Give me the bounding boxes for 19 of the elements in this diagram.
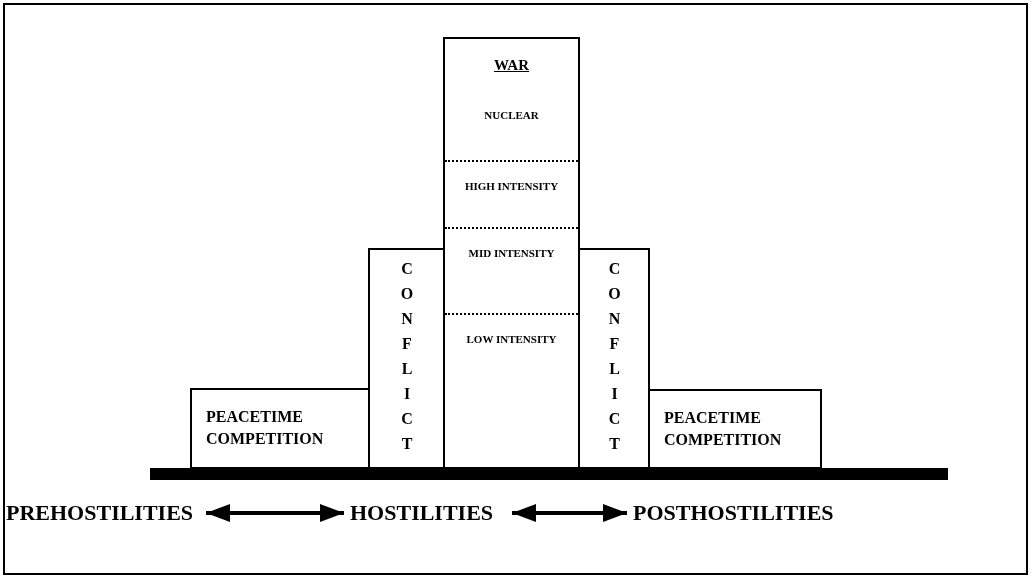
stage-label: PEACETIME COMPETITION bbox=[206, 407, 325, 449]
band-label: LOW INTENSITY bbox=[465, 333, 558, 345]
phase-label: POSTHOSTILITIES bbox=[633, 498, 1018, 528]
stage-column bbox=[578, 248, 650, 469]
band-label: NUCLEAR bbox=[483, 109, 540, 121]
stage-box bbox=[190, 388, 370, 469]
stage-box bbox=[648, 389, 822, 469]
stage-label: CONFLICT bbox=[397, 260, 416, 460]
stage-column bbox=[368, 248, 445, 469]
column-heading: WAR bbox=[493, 57, 530, 74]
phase-label: PREHOSTILITIES bbox=[6, 498, 202, 528]
band-label: HIGH INTENSITY bbox=[463, 180, 560, 192]
double-arrow bbox=[206, 504, 344, 522]
stage-label: PEACETIME COMPETITION bbox=[664, 408, 783, 450]
stage-column bbox=[443, 37, 580, 469]
stage-label: CONFLICT bbox=[605, 260, 623, 460]
double-arrow bbox=[512, 504, 627, 522]
band-label: MID INTENSITY bbox=[467, 247, 556, 259]
phase-label: HOSTILITIES bbox=[350, 498, 508, 528]
